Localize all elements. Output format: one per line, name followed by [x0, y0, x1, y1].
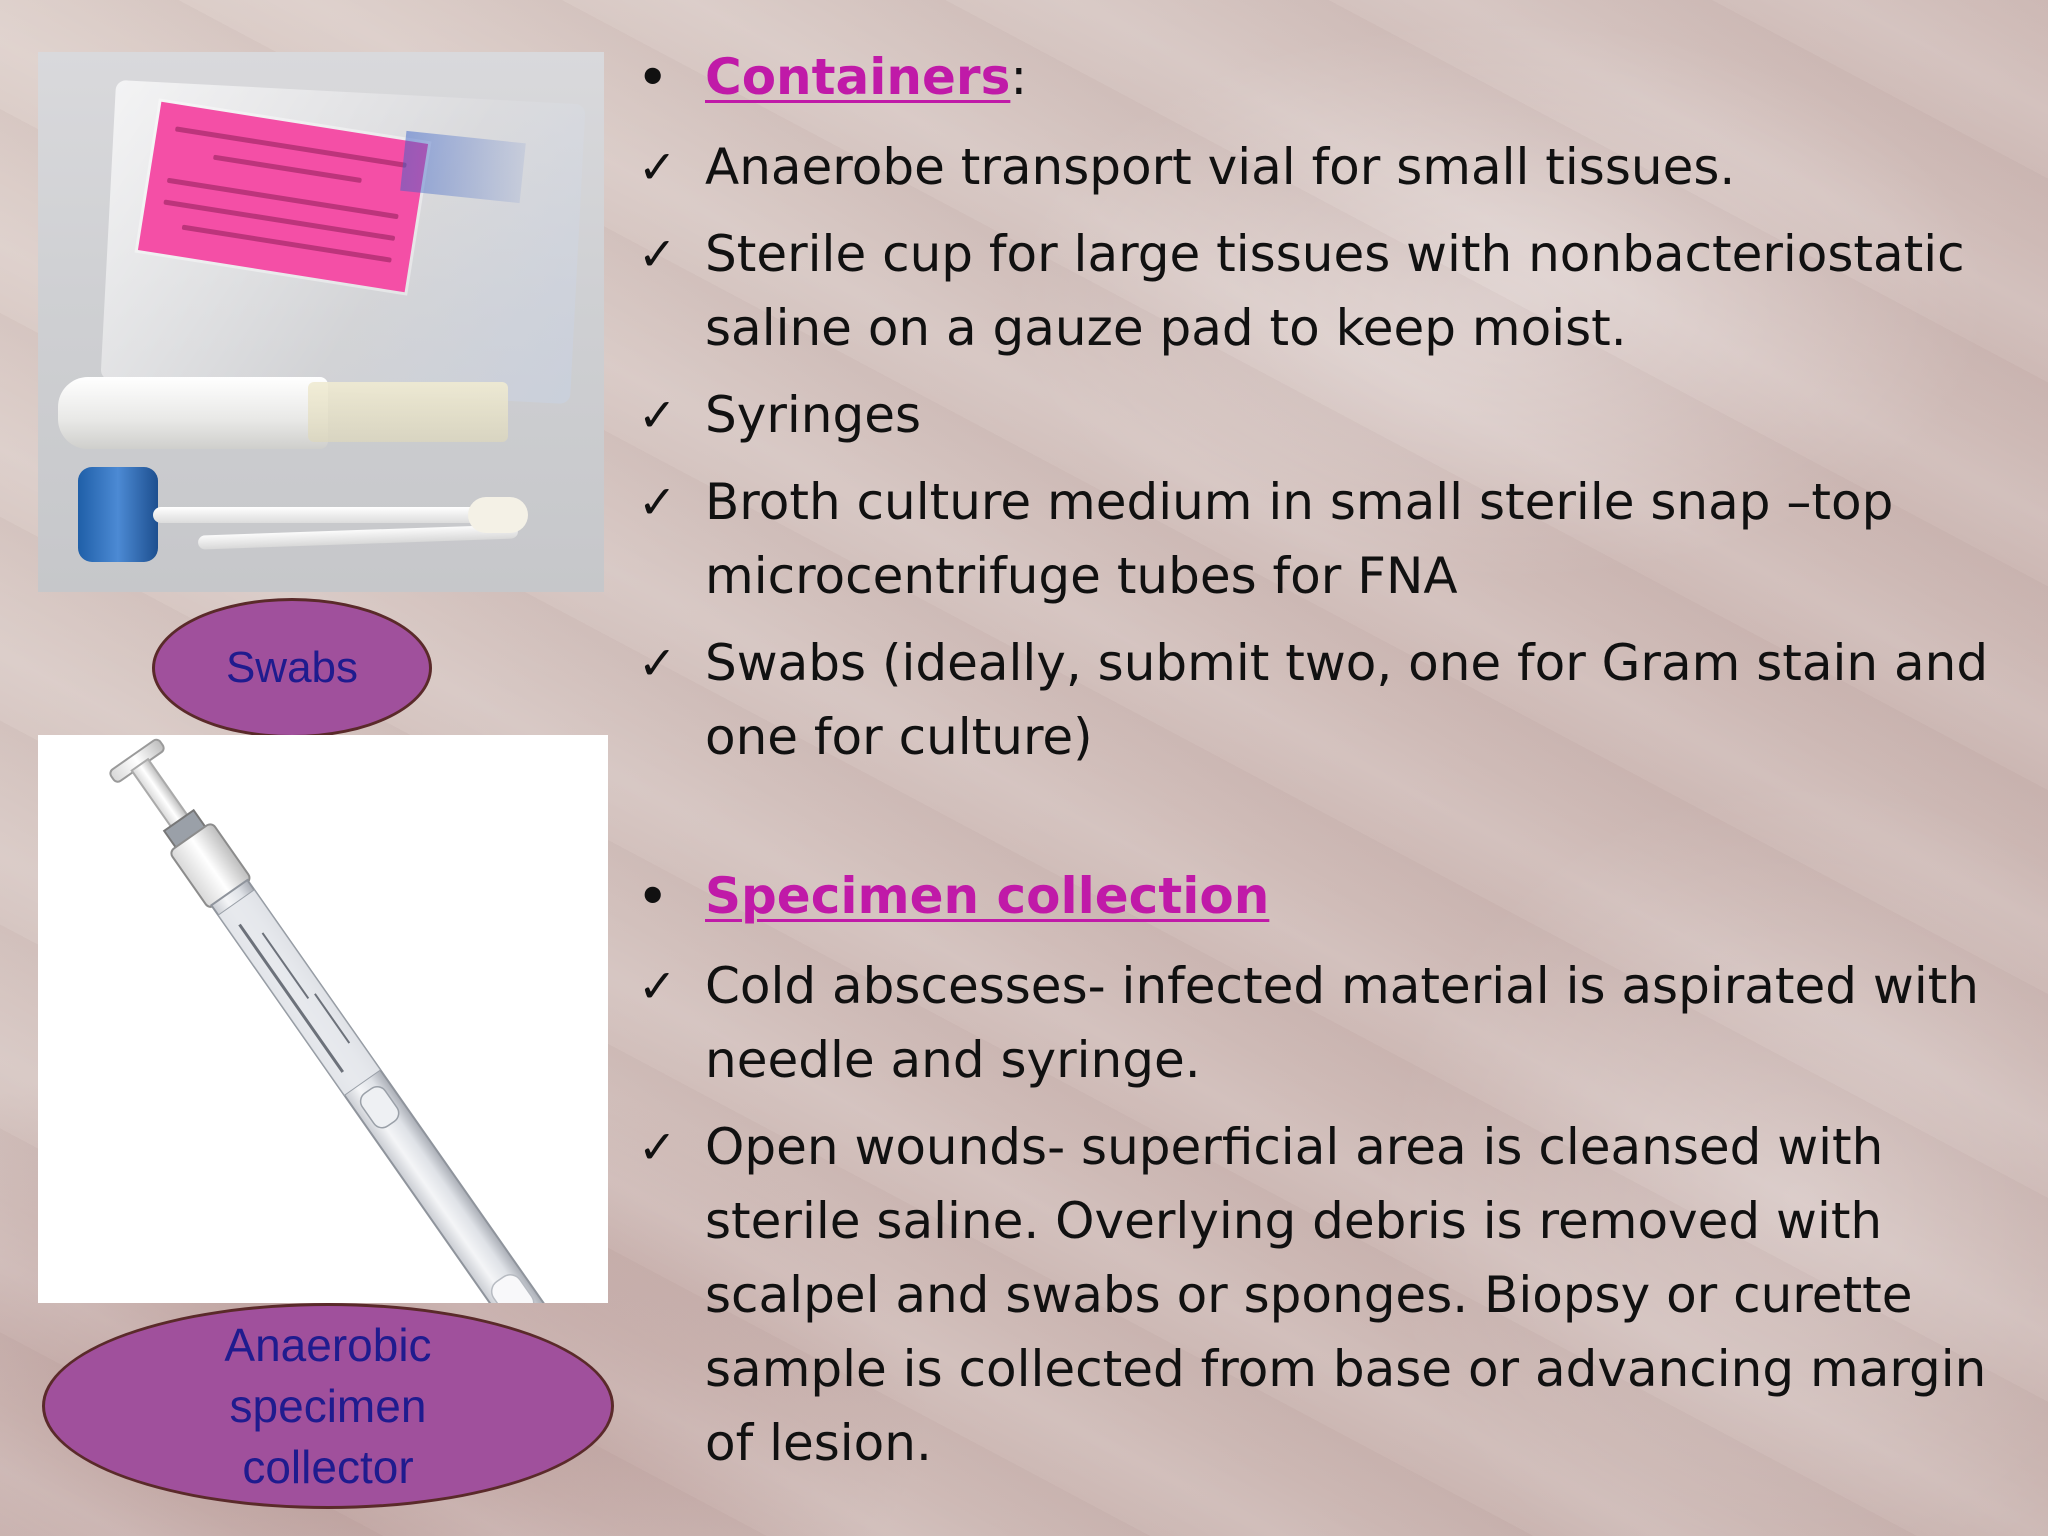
swabs-caption: Swabs: [225, 643, 359, 692]
list-item: ✓ Broth culture medium in small sterile …: [620, 465, 2020, 613]
swabs-photo: [38, 52, 604, 592]
section-heading-specimen-collection: • Specimen collection: [620, 859, 2020, 933]
list-item-text: Cold abscesses- infected material is asp…: [705, 957, 1979, 1089]
collector-tube-illustration: [109, 738, 548, 1303]
check-icon: ✓: [638, 388, 677, 442]
collector-caption-oval: Anaerobic specimen collector: [42, 1303, 614, 1509]
list-item: ✓ Open wounds- superficial area is clean…: [620, 1110, 2020, 1480]
heading-text: Containers: [705, 48, 1011, 106]
bullet-marker: •: [638, 869, 668, 923]
check-icon: ✓: [638, 636, 677, 690]
bag-brand-print: [400, 130, 526, 204]
swab-tube-clear: [308, 382, 508, 442]
check-icon: ✓: [638, 1120, 677, 1174]
heading-suffix: :: [1010, 48, 1028, 106]
blue-cap: [78, 467, 158, 562]
section-heading-containers: • Containers:: [620, 40, 2020, 114]
swab-tube: [58, 377, 328, 449]
list-item: ✓ Syringes: [620, 378, 2020, 452]
list-item-text: Syringes: [705, 386, 922, 444]
swab-stick: [153, 507, 513, 523]
swab-tip: [468, 497, 528, 533]
collector-photo: [38, 735, 608, 1303]
slide-content: • Containers: ✓ Anaerobe transport vial …: [620, 40, 2020, 1493]
collector-caption: Anaerobic specimen collector: [224, 1318, 432, 1493]
check-icon: ✓: [638, 227, 677, 281]
swab-stick-2: [197, 524, 519, 550]
section-spacer: [620, 787, 2020, 859]
list-item: ✓ Sterile cup for large tissues with non…: [620, 217, 2020, 365]
check-icon: ✓: [638, 959, 677, 1013]
list-item: ✓ Anaerobe transport vial for small tiss…: [620, 130, 2020, 204]
list-item-text: Swabs (ideally, submit two, one for Gram…: [705, 634, 1989, 766]
list-item-text: Anaerobe transport vial for small tissue…: [705, 138, 1736, 196]
swabs-caption-oval: Swabs: [152, 598, 432, 738]
check-icon: ✓: [638, 475, 677, 529]
list-item-text: Sterile cup for large tissues with nonba…: [705, 225, 1965, 357]
list-item: ✓ Swabs (ideally, submit two, one for Gr…: [620, 626, 2020, 774]
heading-text: Specimen collection: [705, 867, 1270, 925]
bullet-marker: •: [638, 50, 668, 104]
check-icon: ✓: [638, 140, 677, 194]
list-item: ✓ Cold abscesses- infected material is a…: [620, 949, 2020, 1097]
list-item-text: Broth culture medium in small sterile sn…: [705, 473, 1894, 605]
list-item-text: Open wounds- superficial area is cleanse…: [705, 1118, 1987, 1472]
